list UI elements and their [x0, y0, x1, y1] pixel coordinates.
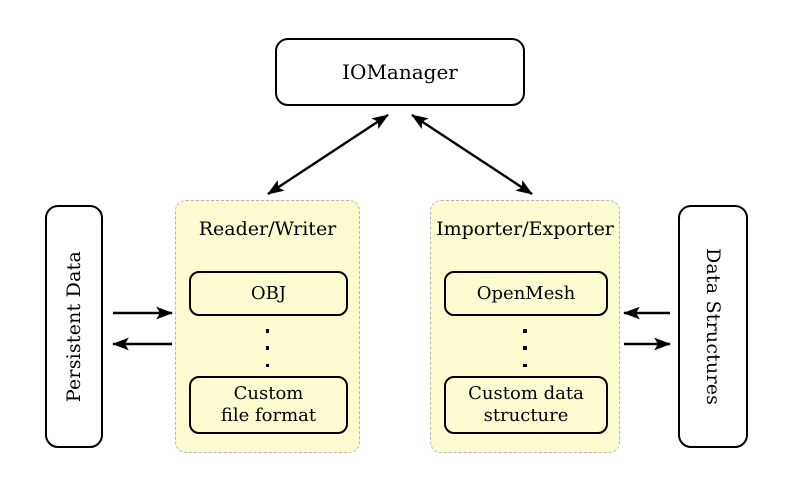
node-openmesh-label: OpenMesh	[476, 282, 576, 304]
node-iomanager-label: IOManager	[342, 60, 458, 84]
node-custom-file-format[interactable]: Custom file format	[189, 376, 348, 434]
node-custom-file-format-line2: file format	[220, 405, 317, 426]
group-reader-writer[interactable]: Reader/Writer OBJ Custom file format	[175, 200, 360, 453]
ellipsis-dot	[523, 363, 527, 367]
node-custom-data-structure[interactable]: Custom data structure	[444, 376, 608, 434]
ellipsis-dot	[523, 346, 527, 350]
arrow-iomanager-importer-exporter	[411, 113, 533, 196]
ellipsis-dot	[523, 329, 527, 333]
ellipsis-dot	[265, 363, 270, 367]
group-importer-exporter[interactable]: Importer/Exporter OpenMesh Custom data s…	[430, 200, 620, 453]
node-obj[interactable]: OBJ	[189, 271, 348, 316]
node-custom-data-structure-line2: structure	[483, 405, 569, 426]
node-obj-label: OBJ	[250, 282, 287, 304]
node-openmesh[interactable]: OpenMesh	[444, 271, 608, 316]
node-iomanager[interactable]: IOManager	[275, 38, 525, 106]
group-importer-exporter-title: Importer/Exporter	[436, 218, 614, 240]
node-custom-file-format-line1: Custom	[233, 383, 304, 405]
ellipsis-dot	[265, 329, 270, 333]
node-custom-data-structure-line1: Custom data	[468, 383, 584, 405]
group-reader-writer-title: Reader/Writer	[198, 218, 337, 240]
node-persistent-data[interactable]: Persistent Data	[45, 205, 103, 448]
ellipsis-dot	[265, 346, 270, 350]
ellipsis-icon-reader-writer	[176, 329, 359, 367]
node-data-structures-label: Data Structures	[702, 247, 724, 406]
ellipsis-icon-importer-exporter	[431, 329, 619, 367]
node-persistent-data-label: Persistent Data	[63, 250, 85, 403]
arrow-iomanager-reader-writer	[267, 113, 389, 196]
node-data-structures[interactable]: Data Structures	[678, 205, 748, 448]
